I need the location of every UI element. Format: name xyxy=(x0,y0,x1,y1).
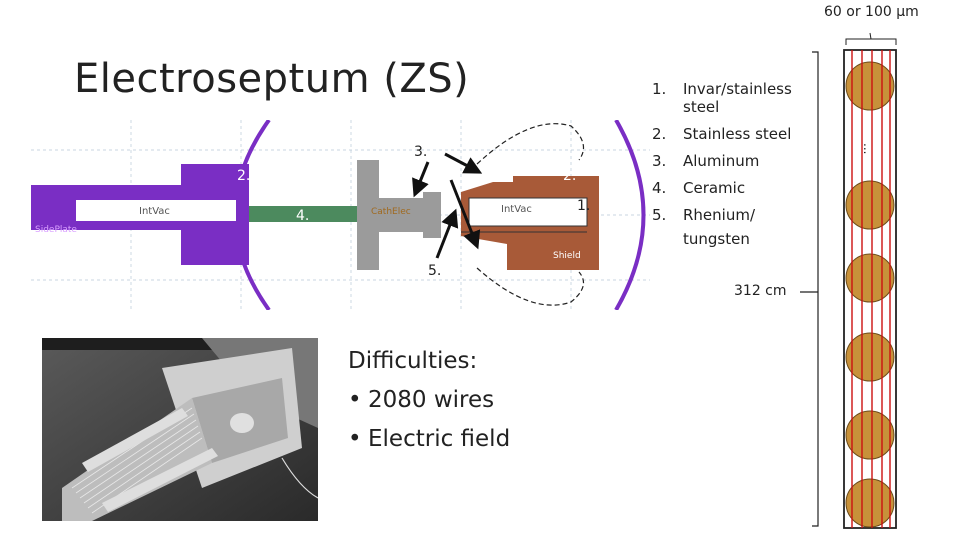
dashed-lobe xyxy=(476,123,585,306)
callout-1: 1. xyxy=(577,198,590,214)
difficulties-block: Difficulties: •2080 wires •Electric fiel… xyxy=(348,342,510,459)
bullet-icon: • xyxy=(348,426,362,452)
material-number: 4. xyxy=(652,179,667,197)
material-name: Ceramic xyxy=(683,179,746,197)
difficulty-text: Electric field xyxy=(368,426,511,452)
material-item: 4. Ceramic xyxy=(652,179,812,197)
arrow-5-down xyxy=(449,179,481,250)
material-name: Rhenium/ xyxy=(683,206,756,224)
material-item: 5. Rhenium/ xyxy=(652,206,812,224)
length-bracket-left xyxy=(812,51,819,527)
material-continuation: tungsten xyxy=(683,230,750,248)
label-intvac-right: IntVac xyxy=(501,204,532,215)
material-number: 3. xyxy=(652,152,667,170)
disc xyxy=(845,180,895,230)
septum-side-view-schematic: ... xyxy=(800,32,897,529)
material-name: Invar/stainless steel xyxy=(683,80,792,116)
material-item: 3. Aluminum xyxy=(652,152,812,170)
width-bracket xyxy=(845,32,897,45)
difficulties-heading: Difficulties: xyxy=(348,348,478,374)
material-name: Stainless steel xyxy=(683,125,792,143)
disc xyxy=(845,478,895,528)
difficulty-item: •Electric field xyxy=(348,420,510,459)
material-number: 5. xyxy=(652,206,667,224)
difficulty-text: 2080 wires xyxy=(368,387,495,413)
outer-arc-right xyxy=(614,120,646,310)
electroseptum-cross-section-diagram: 3. 2. 2. 1. 4. 5. IntVac CathElec IntVac… xyxy=(31,120,650,310)
wire-assembly-photo xyxy=(42,338,318,521)
anode-vacuum xyxy=(468,197,588,227)
septum-length-label: 312 cm xyxy=(734,283,787,299)
bullet-icon: • xyxy=(348,387,362,413)
ceramic-insulator xyxy=(249,206,359,222)
disc xyxy=(845,332,895,382)
disc xyxy=(845,410,895,460)
material-item: 1. Invar/stainless steel xyxy=(652,80,812,116)
disc xyxy=(845,253,895,303)
wire-gap-width-label: 60 or 100 µm xyxy=(824,4,919,20)
label-sideplate: SidePlate xyxy=(35,225,77,235)
page-title: Electroseptum (ZS) xyxy=(74,56,470,102)
callout-2-right: 2. xyxy=(563,168,576,184)
side-plate-vacuum xyxy=(76,200,236,221)
label-shield: Shield xyxy=(553,251,581,261)
aluminum-cathode xyxy=(357,160,441,270)
difficulty-item: •2080 wires xyxy=(348,381,510,420)
material-item: 2. Stainless steel xyxy=(652,125,812,143)
arrow-3-to-cathode xyxy=(412,161,430,198)
ellipsis-marker: ... xyxy=(861,143,875,154)
materials-list: 1. Invar/stainless steel 2. Stainless st… xyxy=(652,80,812,248)
label-cathelec: CathElec xyxy=(371,207,411,217)
material-number: 2. xyxy=(652,125,667,143)
material-number: 1. xyxy=(652,80,667,98)
wire-set xyxy=(851,50,891,528)
label-intvac-left: IntVac xyxy=(139,206,170,217)
callout-2-left: 2. xyxy=(237,168,250,184)
callout-3: 3. xyxy=(414,144,427,160)
arrow-5-up xyxy=(435,208,459,259)
material-name: Aluminum xyxy=(683,152,760,170)
callout-5: 5. xyxy=(428,263,441,279)
arrow-3-to-anode xyxy=(444,152,483,174)
disc xyxy=(845,61,895,111)
callout-4: 4. xyxy=(296,208,309,224)
